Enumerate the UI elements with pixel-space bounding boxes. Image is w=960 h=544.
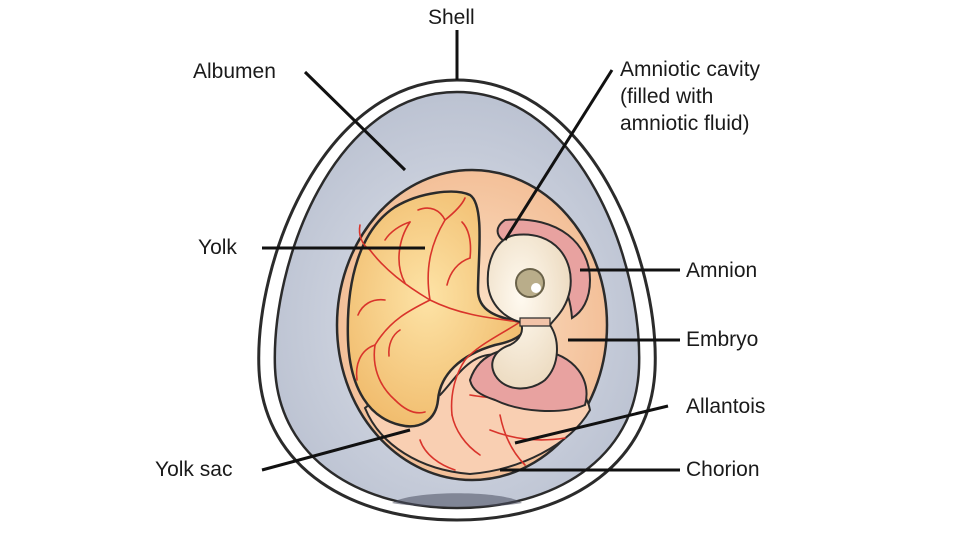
yolk	[346, 190, 526, 428]
label-yolk: Yolk	[198, 236, 237, 259]
label-albumen: Albumen	[193, 60, 276, 83]
label-amniotic-cavity-line2: (filled with	[620, 85, 714, 108]
embryo	[486, 233, 572, 390]
leader-lines	[261, 30, 680, 472]
label-amniotic-cavity-line1: Amniotic cavity	[620, 58, 761, 81]
label-amniotic-cavity: Amniotic cavity (filled with amniotic fl…	[620, 56, 760, 137]
label-chorion: Chorion	[686, 458, 760, 481]
embryo-eye	[515, 268, 545, 298]
label-allantois: Allantois	[686, 395, 766, 418]
leader-allantois	[514, 404, 669, 445]
leader-albumen	[303, 70, 407, 172]
air-cell	[392, 493, 522, 507]
label-shell: Shell	[428, 6, 475, 29]
label-yolk-sac: Yolk sac	[155, 458, 233, 481]
embryo-eye-highlight	[531, 283, 541, 293]
leader-yolk-sac	[261, 428, 411, 472]
leader-amniotic-cavity	[503, 69, 614, 241]
label-amniotic-cavity-line3: amniotic fluid)	[620, 112, 750, 135]
umbilical-stalk	[519, 317, 551, 327]
label-embryo: Embryo	[686, 328, 759, 351]
blood-vessels	[355, 197, 566, 471]
label-amnion: Amnion	[686, 259, 758, 282]
